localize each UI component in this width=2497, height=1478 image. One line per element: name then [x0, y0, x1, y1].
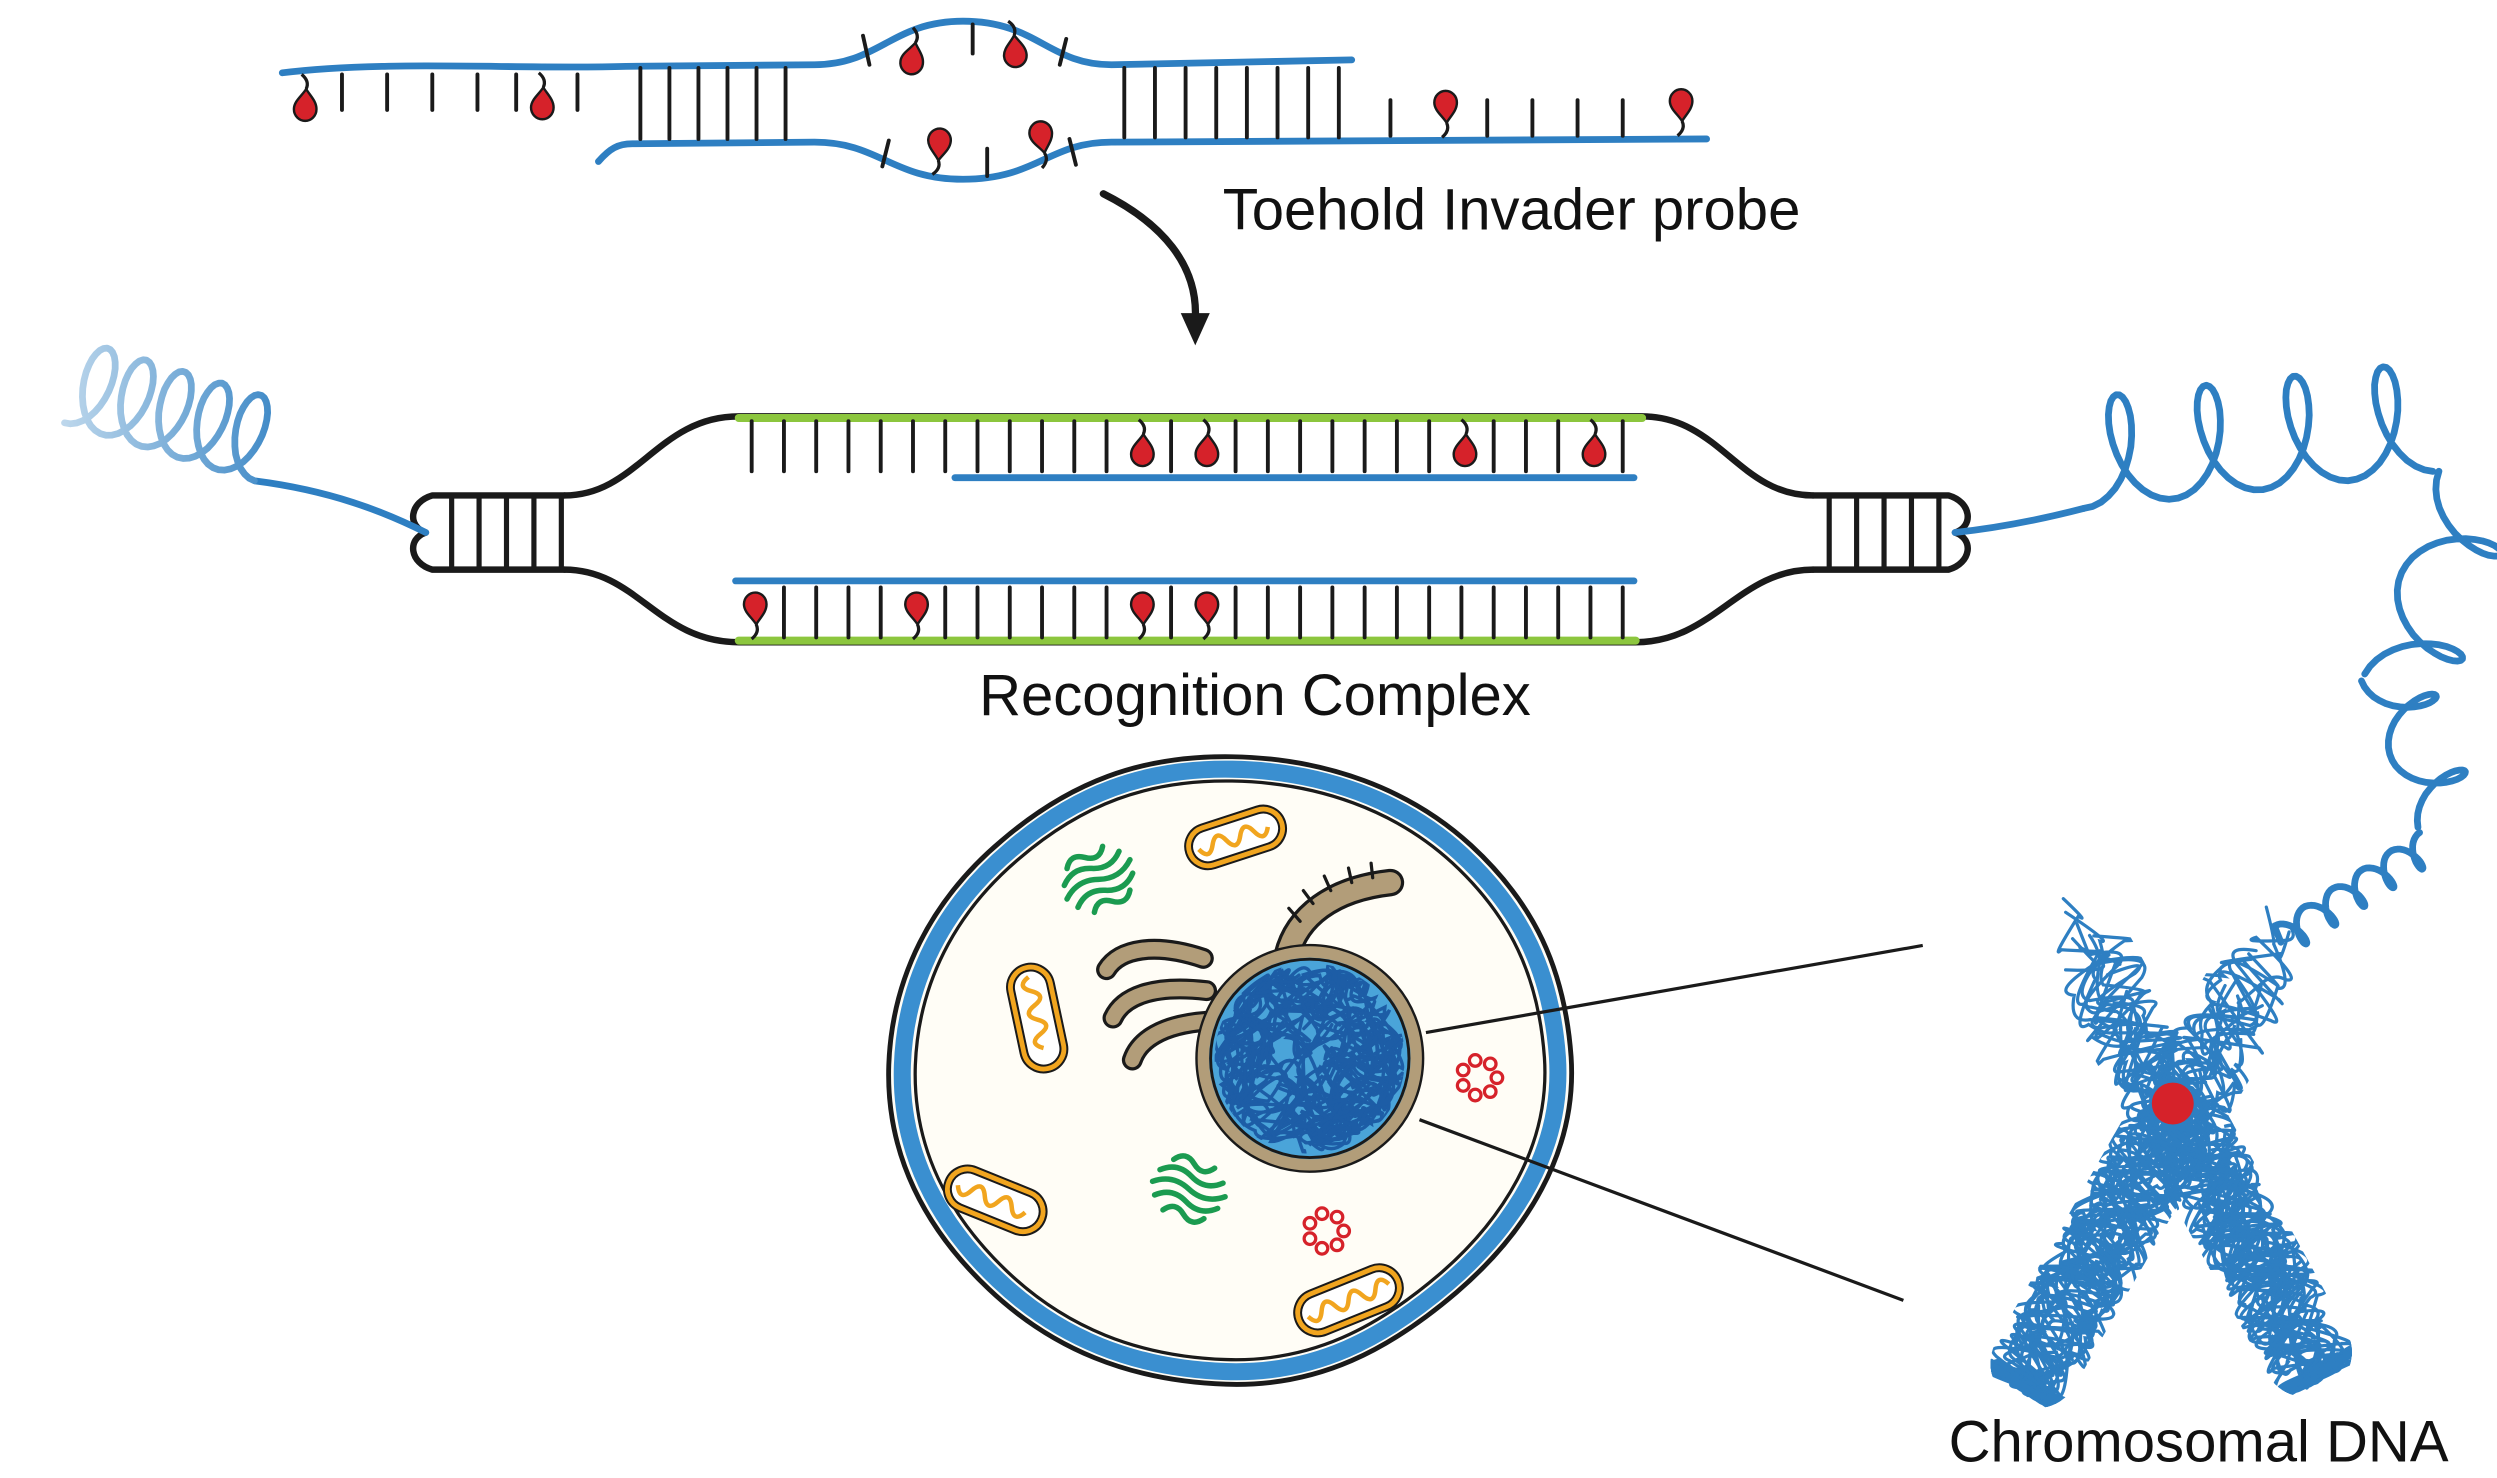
zoom-line-bottom	[1418, 1118, 1904, 1302]
recognition-complex	[61, 344, 2497, 948]
green-organelle	[1061, 843, 1136, 916]
fluorophore-drop	[1581, 418, 1607, 468]
chromosomal-dna-x	[1980, 897, 2362, 1414]
eukaryotic-cell	[889, 757, 1572, 1385]
left-linker	[251, 477, 430, 536]
fluorophore-drop	[1194, 591, 1220, 641]
label-toehold-invader-probe: Toehold Invader probe	[1223, 177, 1801, 242]
organelles	[942, 804, 1505, 1338]
fluorophore-drop	[1433, 89, 1459, 139]
mitochondrion	[1184, 804, 1288, 871]
ribosome-cluster	[1302, 1206, 1352, 1256]
arrow-curve	[1099, 190, 1199, 324]
fluorophore-drop	[1129, 591, 1155, 641]
probe-decorations	[292, 19, 1694, 176]
fluorophore-drop	[1002, 19, 1028, 69]
arrow-head	[1180, 313, 1210, 346]
toehold-invader-probe	[278, 17, 1710, 183]
left-duplex-ladder	[409, 492, 568, 573]
ribosome-cluster	[1455, 1053, 1505, 1103]
label-chromosomal-dna: Chromosomal DNA	[1949, 1410, 2449, 1475]
fluorophore-drop	[292, 73, 318, 123]
fluorophore-drop	[1452, 418, 1478, 468]
chromatin	[1214, 963, 1405, 1154]
nuclear-envelope-outer	[1195, 943, 1425, 1173]
mitochondrion	[942, 1164, 1048, 1237]
probe-bulge-ticks	[861, 22, 1078, 178]
right-linker	[1951, 504, 2088, 536]
fluorophore-drop	[904, 591, 930, 641]
mitochondrion	[1006, 962, 1069, 1074]
fluorophore-drop	[1668, 88, 1694, 137]
nuclear-envelope-inner	[1209, 957, 1411, 1160]
fluorophore-drop	[1129, 418, 1155, 468]
fluorophore-drop	[1028, 120, 1054, 170]
green-organelle	[1149, 1153, 1228, 1225]
fluorophore-drop	[529, 71, 555, 121]
fluorophore-drop	[742, 591, 768, 641]
probe-bottom-strand	[595, 135, 1710, 183]
complex-decorations	[61, 344, 2497, 948]
probe-top-strand	[278, 17, 1356, 77]
label-recognition-complex: Recognition Complex	[979, 663, 1531, 728]
right-duplex-ladder	[1809, 492, 1971, 573]
zoom-line-top	[1425, 943, 1924, 1035]
fluorophore-drop	[927, 127, 952, 176]
centromere	[2151, 1082, 2194, 1125]
nucleus	[1195, 943, 1425, 1173]
chromosome-fibers	[1980, 897, 2362, 1414]
fluorophore-drop	[1194, 418, 1220, 468]
fluorophore-drop	[899, 26, 925, 76]
mitochondrion	[1293, 1263, 1404, 1338]
